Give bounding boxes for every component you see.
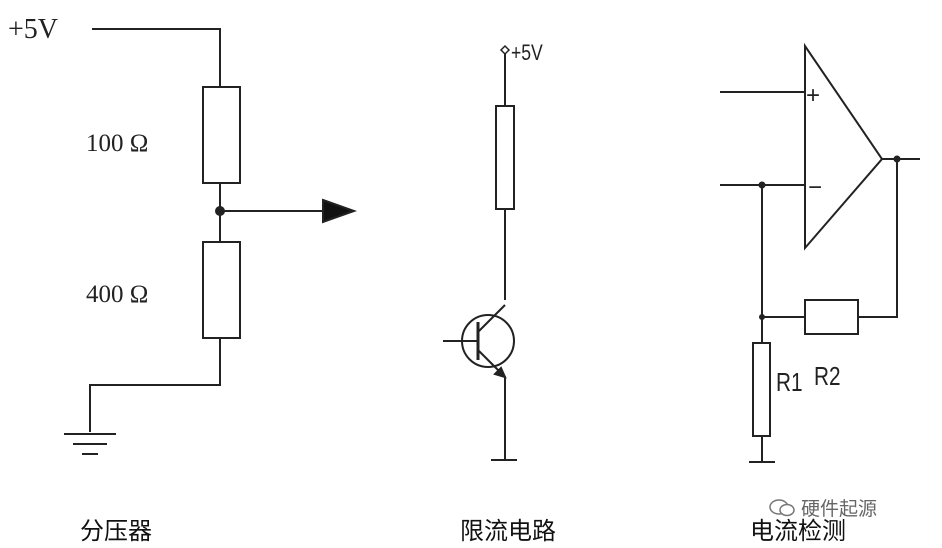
resistor-400-ohm <box>202 241 241 339</box>
limit-resistor <box>495 105 515 210</box>
collector-lead <box>477 304 506 333</box>
minus-sign: − <box>808 174 822 201</box>
limit-supply-label: +5V <box>511 41 543 65</box>
ground-wire <box>89 338 221 432</box>
r-bottom-label: 400 Ω <box>86 281 148 308</box>
ground-icon <box>64 433 116 455</box>
supply-wire <box>92 28 221 87</box>
output-arrow-icon <box>322 198 357 224</box>
voltage-divider-circuit: +5V 100 Ω 400 Ω <box>8 14 357 455</box>
current-detect-caption: 电流检测 <box>750 517 846 545</box>
supply-terminal-icon <box>499 44 511 56</box>
current-limit-caption: 限流电路 <box>460 517 556 545</box>
opamp-triangle <box>804 42 884 251</box>
resistor-100-ohm <box>202 86 241 184</box>
current-limit-circuit: +5V <box>443 41 543 461</box>
watermark-text: 硬件起源 <box>801 498 878 520</box>
watermark: 硬件起源 <box>769 494 877 521</box>
divider-supply-label: +5V <box>8 14 58 45</box>
chat-bubble-icon <box>769 498 795 516</box>
feedback-wire <box>858 159 898 318</box>
r1-junction-dot <box>759 314 765 320</box>
resistor-r1 <box>752 342 771 437</box>
plus-sign: + <box>806 82 820 109</box>
emitter-arrow-icon <box>493 366 507 379</box>
current-detect-circuit: + − R1 R2 <box>720 42 920 463</box>
divider-caption: 分压器 <box>80 517 152 545</box>
r2-label: R2 <box>814 362 841 391</box>
r-top-label: 100 Ω <box>86 130 148 157</box>
r1-label: R1 <box>776 368 803 397</box>
resistor-r2 <box>804 299 859 335</box>
